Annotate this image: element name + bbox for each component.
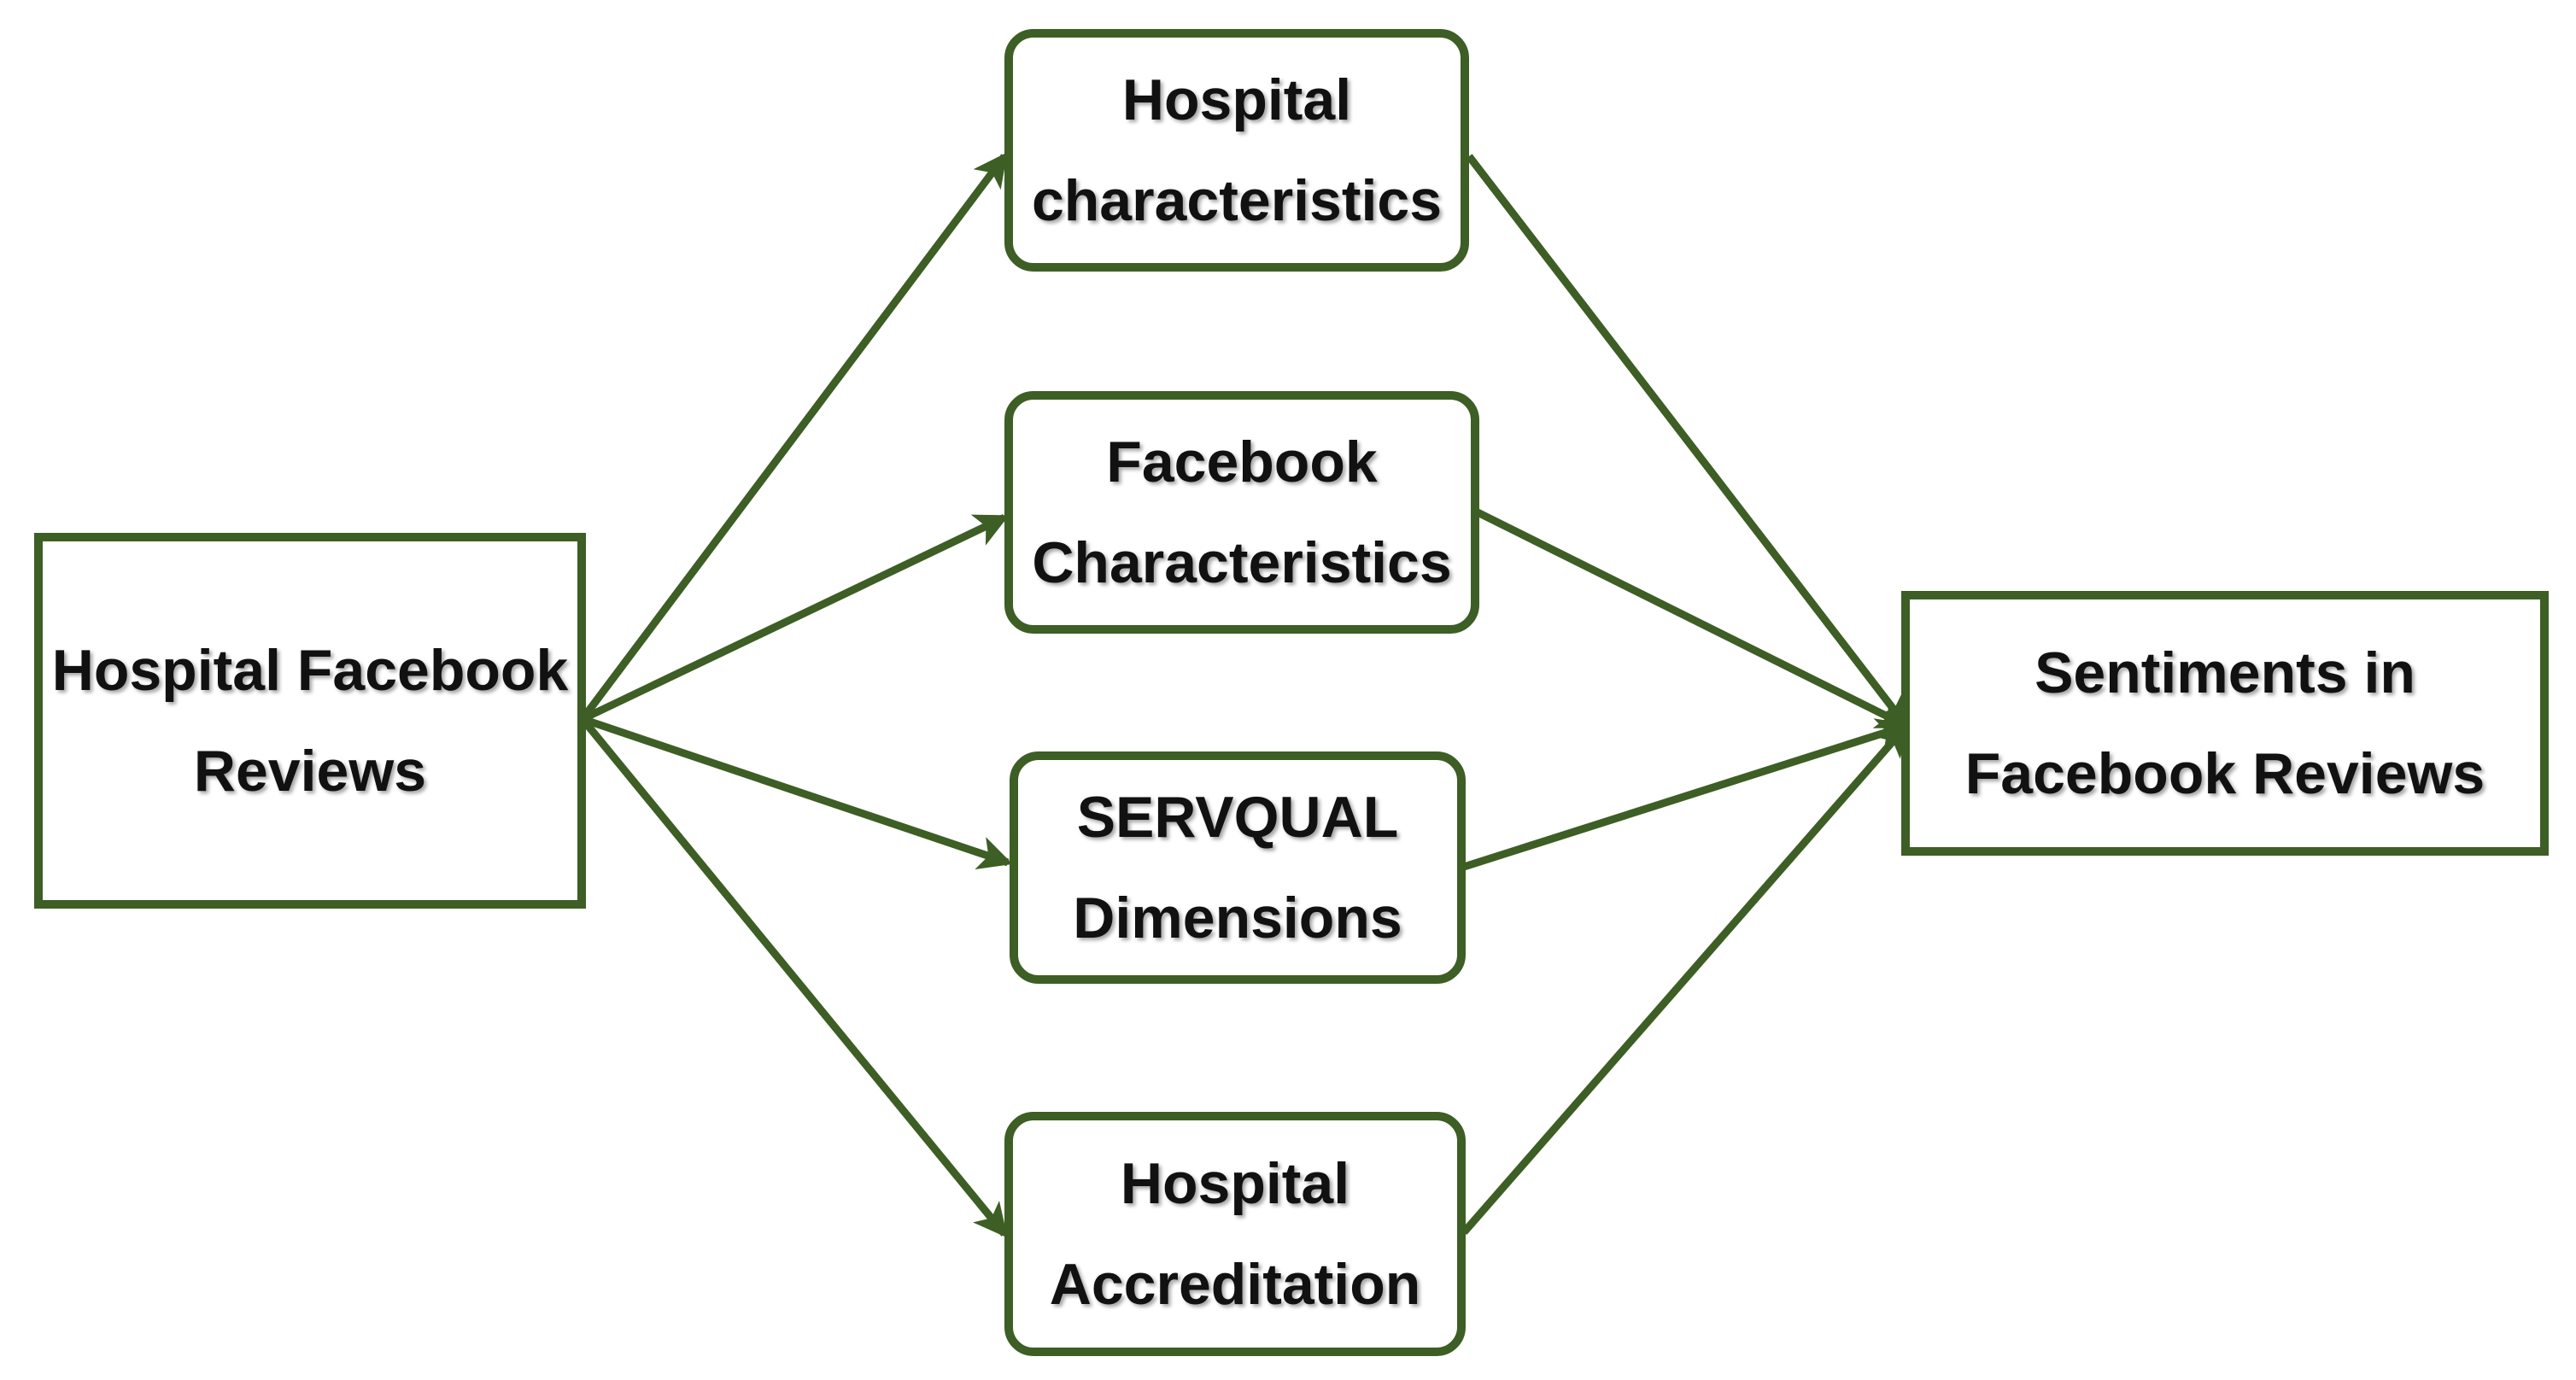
node-label-line-1: SERVQUAL bbox=[1076, 785, 1399, 850]
node-label-line-1: Hospital bbox=[1121, 67, 1352, 132]
node-sentiments-in-facebook-reviews-label: Sentiments in Facebook Reviews bbox=[1965, 623, 2485, 824]
node-label-line-2: characteristics bbox=[1031, 168, 1443, 233]
node-hospital-characteristics: Hospital characteristics bbox=[1004, 29, 1469, 272]
edge-source-to-servqual-dimensions bbox=[581, 715, 1013, 870]
edge-source-to-hospital-accreditation bbox=[579, 716, 1008, 1238]
node-label-line-1: Hospital bbox=[1120, 1151, 1350, 1216]
node-label-line-1: Hospital Facebook bbox=[51, 638, 569, 703]
edge-hospital-characteristics-to-target bbox=[1466, 154, 1910, 730]
node-hospital-accreditation-label: Hospital Accreditation bbox=[1050, 1133, 1421, 1335]
node-label-line-2: Facebook Reviews bbox=[1964, 741, 2485, 806]
node-label-line-1: Facebook bbox=[1106, 430, 1378, 494]
edge-source-to-hospital-characteristics bbox=[579, 152, 1008, 722]
edge-servqual-dimensions-to-target bbox=[1462, 718, 1912, 871]
node-label-line-2: Characteristics bbox=[1032, 530, 1452, 595]
node-sentiments-in-facebook-reviews: Sentiments in Facebook Reviews bbox=[1901, 591, 2549, 856]
node-label-line-2: Dimensions bbox=[1073, 886, 1402, 950]
node-facebook-characteristics: Facebook Characteristics bbox=[1004, 391, 1479, 634]
node-hospital-facebook-reviews: Hospital Facebook Reviews bbox=[34, 533, 586, 909]
node-hospital-characteristics-label: Hospital characteristics bbox=[1032, 50, 1442, 251]
node-servqual-dimensions-label: SERVQUAL Dimensions bbox=[1073, 767, 1402, 968]
node-hospital-accreditation: Hospital Accreditation bbox=[1004, 1112, 1466, 1356]
node-facebook-characteristics-label: Facebook Characteristics bbox=[1032, 412, 1451, 613]
node-label-line-2: Accreditation bbox=[1049, 1252, 1421, 1317]
node-label-line-2: Reviews bbox=[193, 739, 427, 804]
edge-facebook-characteristics-to-target bbox=[1475, 508, 1912, 730]
node-servqual-dimensions: SERVQUAL Dimensions bbox=[1010, 751, 1466, 984]
edge-source-to-facebook-characteristics bbox=[581, 513, 1010, 723]
node-hospital-facebook-reviews-label: Hospital Facebook Reviews bbox=[52, 620, 569, 822]
node-label-line-1: Sentiments in bbox=[2034, 640, 2415, 705]
edge-hospital-accreditation-to-target bbox=[1461, 722, 1910, 1235]
